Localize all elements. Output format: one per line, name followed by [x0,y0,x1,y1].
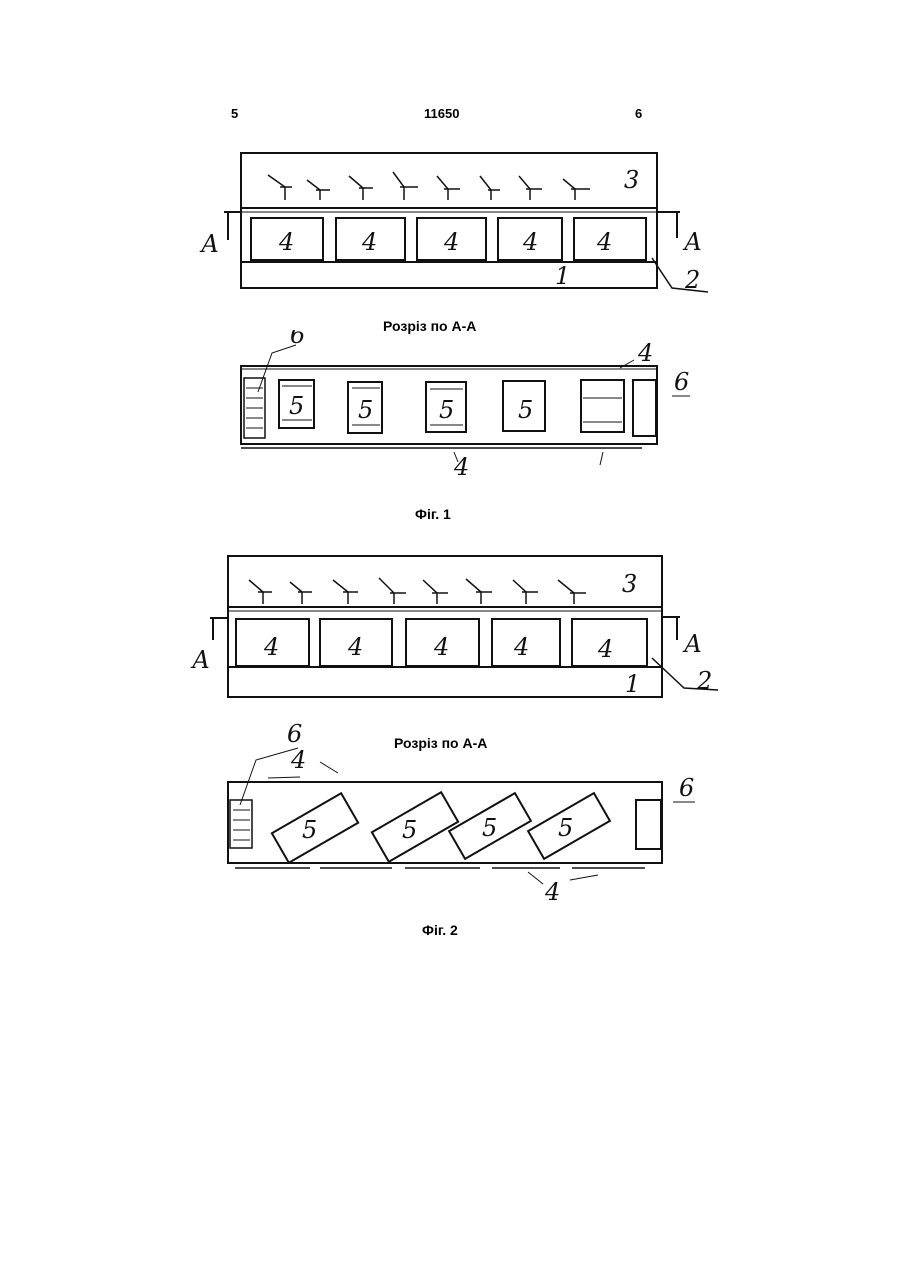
label-6: 6 [290,330,305,349]
page-number-left: 5 [231,106,238,121]
fig2-elevation: 3 4 4 4 4 4 1 2 А А [0,545,901,705]
label-4: 4 [522,228,538,256]
label-5: 5 [402,816,417,844]
label-5: 5 [518,396,533,424]
label-4: 4 [347,633,363,661]
label-3: 3 [622,570,637,598]
label-4: 4 [263,633,279,661]
label-4: 4 [453,453,469,480]
figure-caption-1: Фіг. 1 [415,506,451,522]
label-5: 5 [302,816,317,844]
fig1-elevation: 3 4 4 4 4 4 1 2 А А [0,140,901,310]
label-4: 4 [278,228,294,256]
label-2: 2 [696,667,712,695]
label-6: 6 [674,368,689,396]
label-a-left: А [190,646,210,674]
label-6: 6 [287,720,302,748]
label-a-right: А [682,630,702,658]
label-4: 4 [596,228,612,256]
label-5: 5 [558,814,573,842]
label-3: 3 [624,166,639,194]
label-a-left: А [199,230,219,258]
label-2: 2 [684,266,700,294]
label-4: 4 [433,633,449,661]
page-number-right: 6 [635,106,642,121]
label-5: 5 [439,396,454,424]
label-4: 4 [361,228,377,256]
label-4: 4 [443,228,459,256]
patent-number: 11650 [424,106,459,121]
fig1-section: 6 4 6 5 5 5 5 4 [0,330,901,480]
label-1: 1 [555,262,570,290]
label-a-right: А [682,228,702,256]
figure-caption-2: Фіг. 2 [422,922,458,938]
label-4: 4 [513,633,529,661]
label-5: 5 [358,396,373,424]
label-4: 4 [637,339,653,367]
label-5: 5 [289,392,304,420]
label-4: 4 [597,635,613,663]
fig2-section: 6 4 6 5 5 5 5 4 [0,715,901,905]
label-5: 5 [482,814,497,842]
label-6: 6 [679,774,694,802]
label-1: 1 [625,670,640,698]
label-4: 4 [544,878,560,905]
label-4: 4 [290,746,306,774]
